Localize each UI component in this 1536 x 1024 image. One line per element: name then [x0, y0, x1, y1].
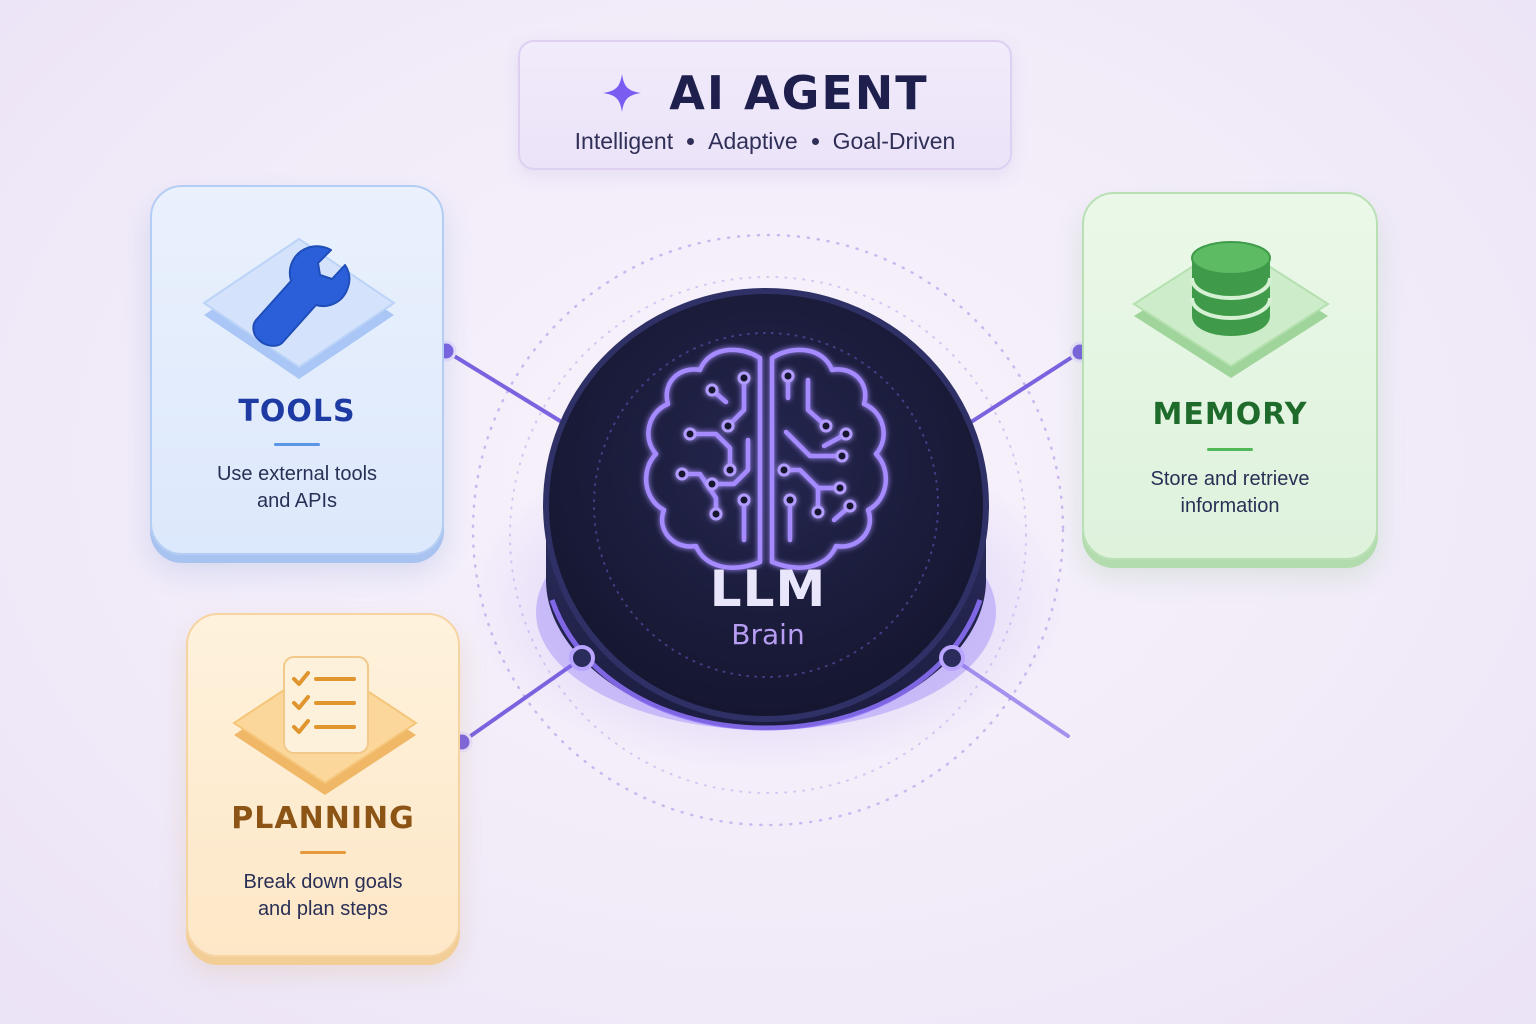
separator-dot — [687, 138, 695, 145]
hub-subtitle: Brain — [731, 618, 805, 651]
planning-description-line1: Break down goals — [243, 871, 403, 893]
title-panel: AI AGENT Intelligent Adaptive Goal-Drive… — [518, 40, 1012, 170]
trait-list: Intelligent Adaptive Goal-Driven — [520, 128, 1010, 155]
planning-divider — [300, 851, 346, 854]
trait-adaptive: Adaptive — [708, 128, 798, 154]
planning-title: PLANNING — [231, 801, 415, 836]
connector-planning — [460, 656, 584, 744]
connector-memory — [966, 350, 1082, 426]
tools-description-line2: and APIs — [256, 490, 338, 512]
planning-description-line2: and plan steps — [257, 898, 389, 920]
node-hub-planning — [569, 645, 595, 671]
planning-description: Break down goals and plan steps — [208, 869, 438, 923]
memory-card: MEMORY Store and retrieve information — [1082, 192, 1378, 560]
connector-tools — [444, 349, 567, 426]
wrench-icon — [202, 237, 396, 379]
title-row: AI AGENT — [520, 62, 1010, 124]
tools-divider — [274, 443, 320, 446]
connector-output — [950, 656, 1070, 738]
database-icon — [1132, 240, 1330, 378]
trait-goal-driven: Goal-Driven — [832, 128, 956, 154]
memory-description: Store and retrieve information — [1104, 466, 1356, 520]
memory-description-line2: information — [1180, 495, 1280, 517]
memory-description-line1: Store and retrieve — [1150, 468, 1310, 490]
node-hub-output — [939, 645, 965, 671]
memory-divider — [1207, 448, 1253, 451]
tools-card: TOOLS Use external tools and APIs — [150, 185, 444, 555]
trait-intelligent: Intelligent — [574, 128, 674, 154]
separator-dot — [811, 138, 819, 145]
checklist-icon — [232, 656, 418, 795]
sparkle-icon — [603, 74, 642, 112]
memory-title: MEMORY — [1152, 397, 1308, 432]
hub-top — [543, 288, 989, 722]
page-title: AI AGENT — [669, 66, 929, 120]
outer-orbit-ring — [471, 233, 1065, 827]
brain-circuit-nodes — [675, 369, 857, 521]
tools-description: Use external tools and APIs — [172, 461, 422, 515]
planning-card: PLANNING Break down goals and plan steps — [186, 613, 460, 957]
hub-rim-glow — [549, 599, 983, 731]
tools-title: TOOLS — [238, 394, 356, 429]
hub-title: LLM — [709, 560, 827, 618]
hub-inner-dotted-ring — [593, 332, 939, 678]
tools-description-line1: Use external tools — [216, 463, 378, 485]
